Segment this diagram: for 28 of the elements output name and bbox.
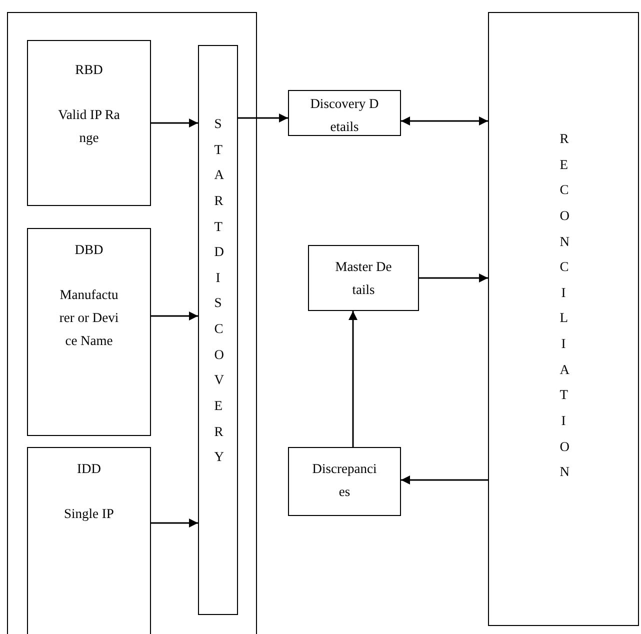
box-heading: RBD (74, 61, 104, 79)
arrow (151, 518, 198, 528)
vertical-label: START DISCOVERY (214, 115, 222, 466)
process-box (288, 447, 401, 516)
arrow (151, 118, 198, 128)
arrow (348, 311, 358, 447)
arrow (419, 274, 488, 282)
process-box (27, 447, 151, 634)
process-bar (488, 12, 639, 626)
box-text: Master Details (334, 258, 393, 299)
arrow (401, 116, 488, 126)
arrow (151, 312, 198, 320)
process-box (308, 245, 419, 311)
box-heading: DBD (74, 241, 104, 259)
arrow (238, 114, 288, 122)
process-box (27, 228, 151, 436)
box-text: Discrepancies (311, 460, 378, 501)
box-text: Valid IP Range (57, 106, 121, 147)
box-text: Manufacturer or Device Name (58, 286, 120, 350)
process-bar (198, 45, 238, 615)
box-heading: IDD (76, 460, 102, 478)
box-text: Single IP (63, 504, 115, 523)
process-box (27, 40, 151, 206)
process-box (288, 90, 401, 136)
vertical-label: RECONCILIATION (560, 130, 568, 482)
group-frame (7, 12, 257, 634)
box-text: Discovery Details (309, 95, 380, 136)
arrow (401, 476, 488, 484)
